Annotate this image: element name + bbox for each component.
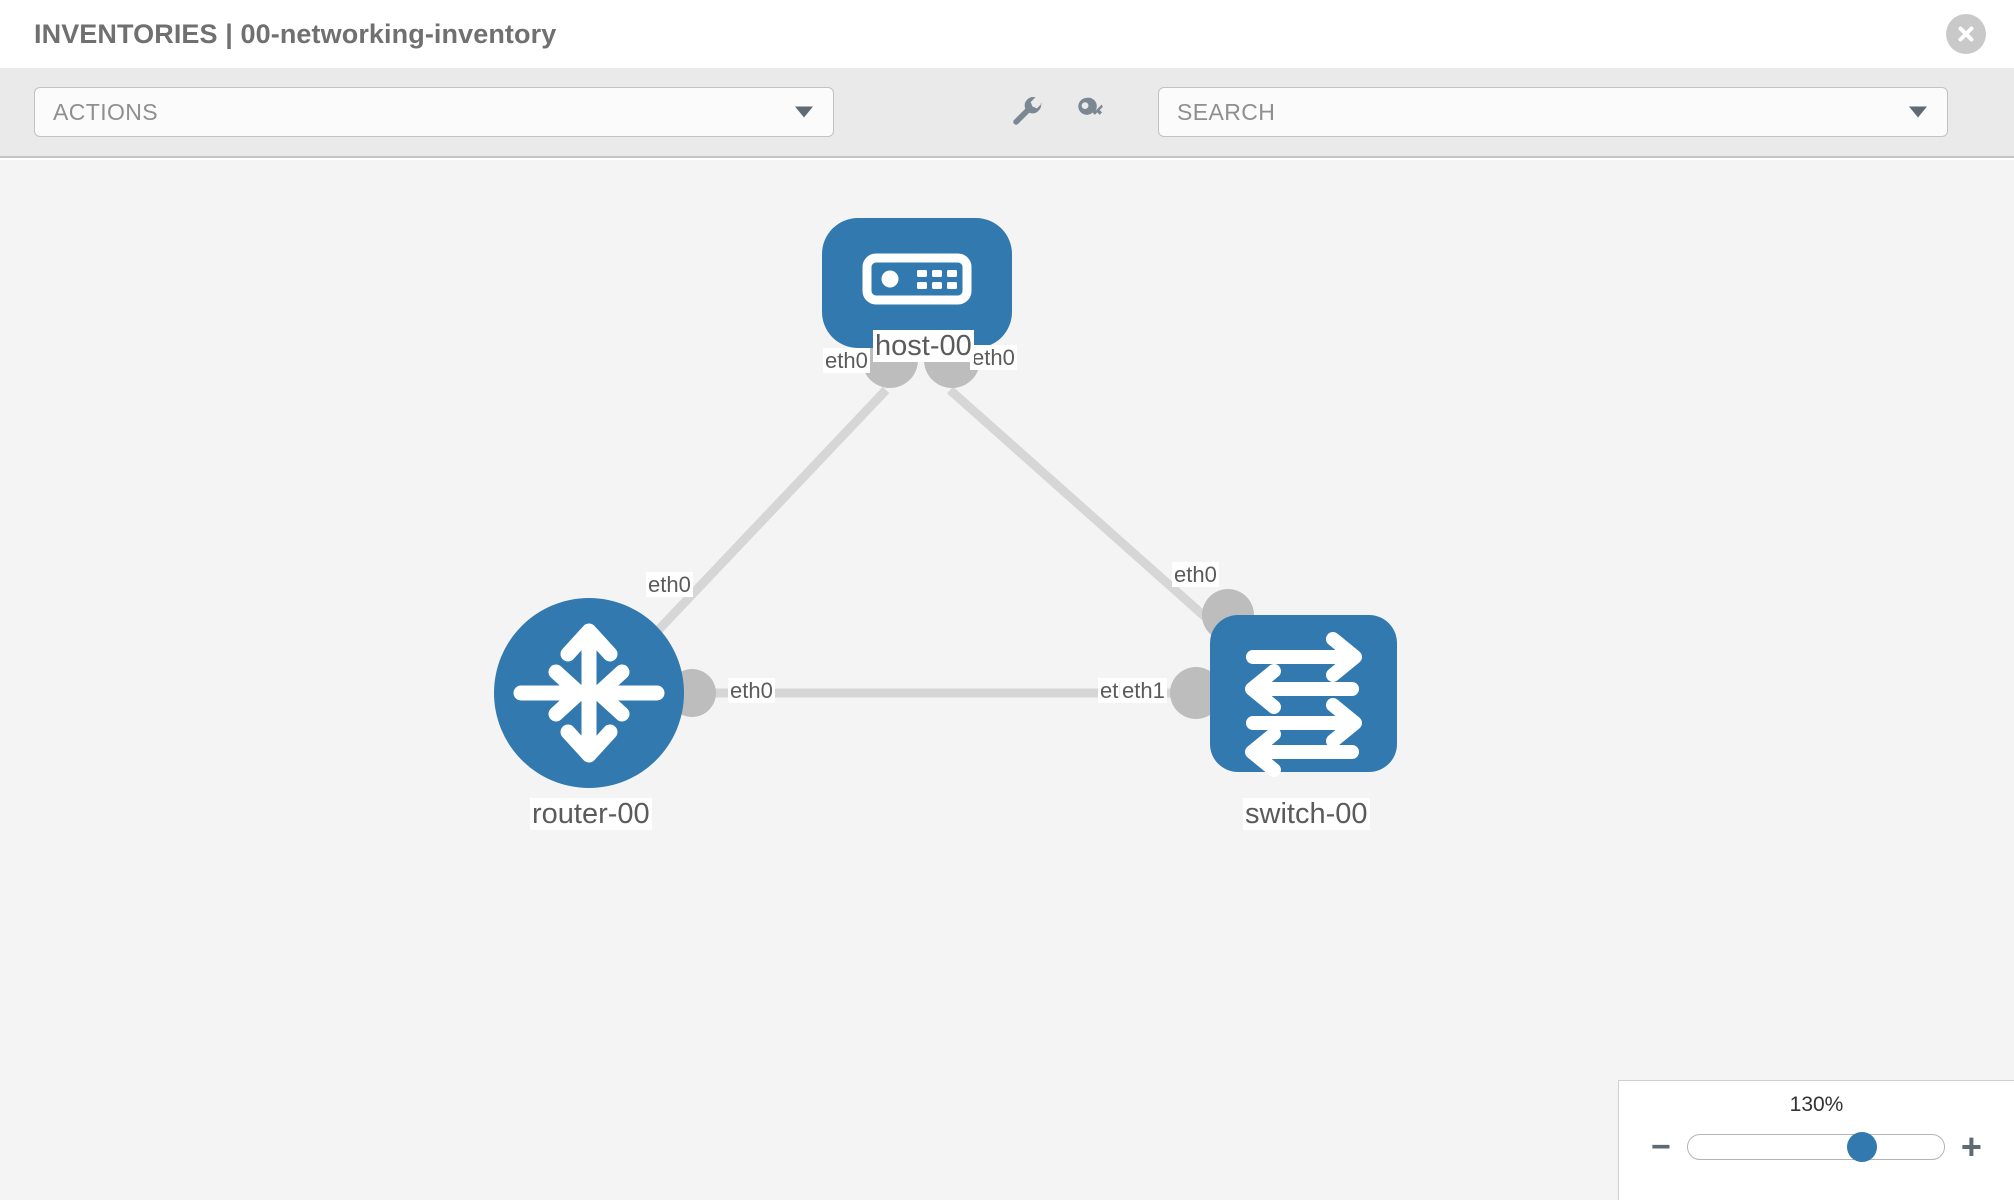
wrench-icon[interactable] [1010, 95, 1044, 129]
interface-label: eth0 [970, 345, 1017, 371]
interface-label: eth0 [1172, 562, 1219, 588]
actions-label: ACTIONS [53, 98, 159, 125]
search-input[interactable]: SEARCH [1158, 87, 1948, 137]
toolbar-icons [1010, 95, 1108, 129]
zoom-slider-row: − + [1619, 1129, 2014, 1165]
toolbar: ACTIONS SEARCH [0, 68, 2014, 158]
actions-dropdown[interactable]: ACTIONS [34, 87, 834, 137]
plus-icon[interactable]: + [1960, 1126, 1982, 1167]
node-label-switch: switch-00 [1243, 798, 1370, 831]
node-router-00 [494, 598, 684, 788]
node-host-00 [822, 218, 1012, 348]
key-icon[interactable] [1074, 95, 1108, 129]
link-router-host [626, 386, 890, 664]
zoom-slider[interactable] [1686, 1132, 1945, 1162]
interface-label: eth0 [728, 678, 775, 704]
minus-icon[interactable]: − [1651, 1128, 1671, 1166]
interface-label: eth0 [646, 572, 693, 598]
node-switch-00 [1210, 615, 1397, 777]
topology-canvas[interactable]: eth0 eth0 eth0 eth0 eth0 eth0 eth1 host-… [0, 160, 2014, 1200]
page-header: INVENTORIES | 00-networking-inventory [0, 0, 2014, 68]
zoom-control-panel: 130% − + [1618, 1080, 2014, 1200]
port-switch-left [1170, 667, 1222, 719]
page-title: INVENTORIES | 00-networking-inventory [34, 18, 557, 49]
search-placeholder: SEARCH [1177, 98, 1276, 125]
close-icon[interactable] [1946, 14, 1986, 54]
zoom-level-value: 130% [1789, 1093, 1844, 1116]
node-label-router: router-00 [530, 798, 652, 831]
interface-label: eth1 [1120, 678, 1167, 704]
chevron-down-icon [795, 106, 813, 118]
interface-label: eth0 [823, 348, 870, 374]
node-label-host: host-00 [873, 330, 974, 363]
chevron-down-icon [1909, 106, 1927, 118]
zoom-slider-thumb[interactable] [1846, 1132, 1877, 1162]
topology-links [620, 386, 1255, 698]
link-host-switch [947, 386, 1251, 659]
